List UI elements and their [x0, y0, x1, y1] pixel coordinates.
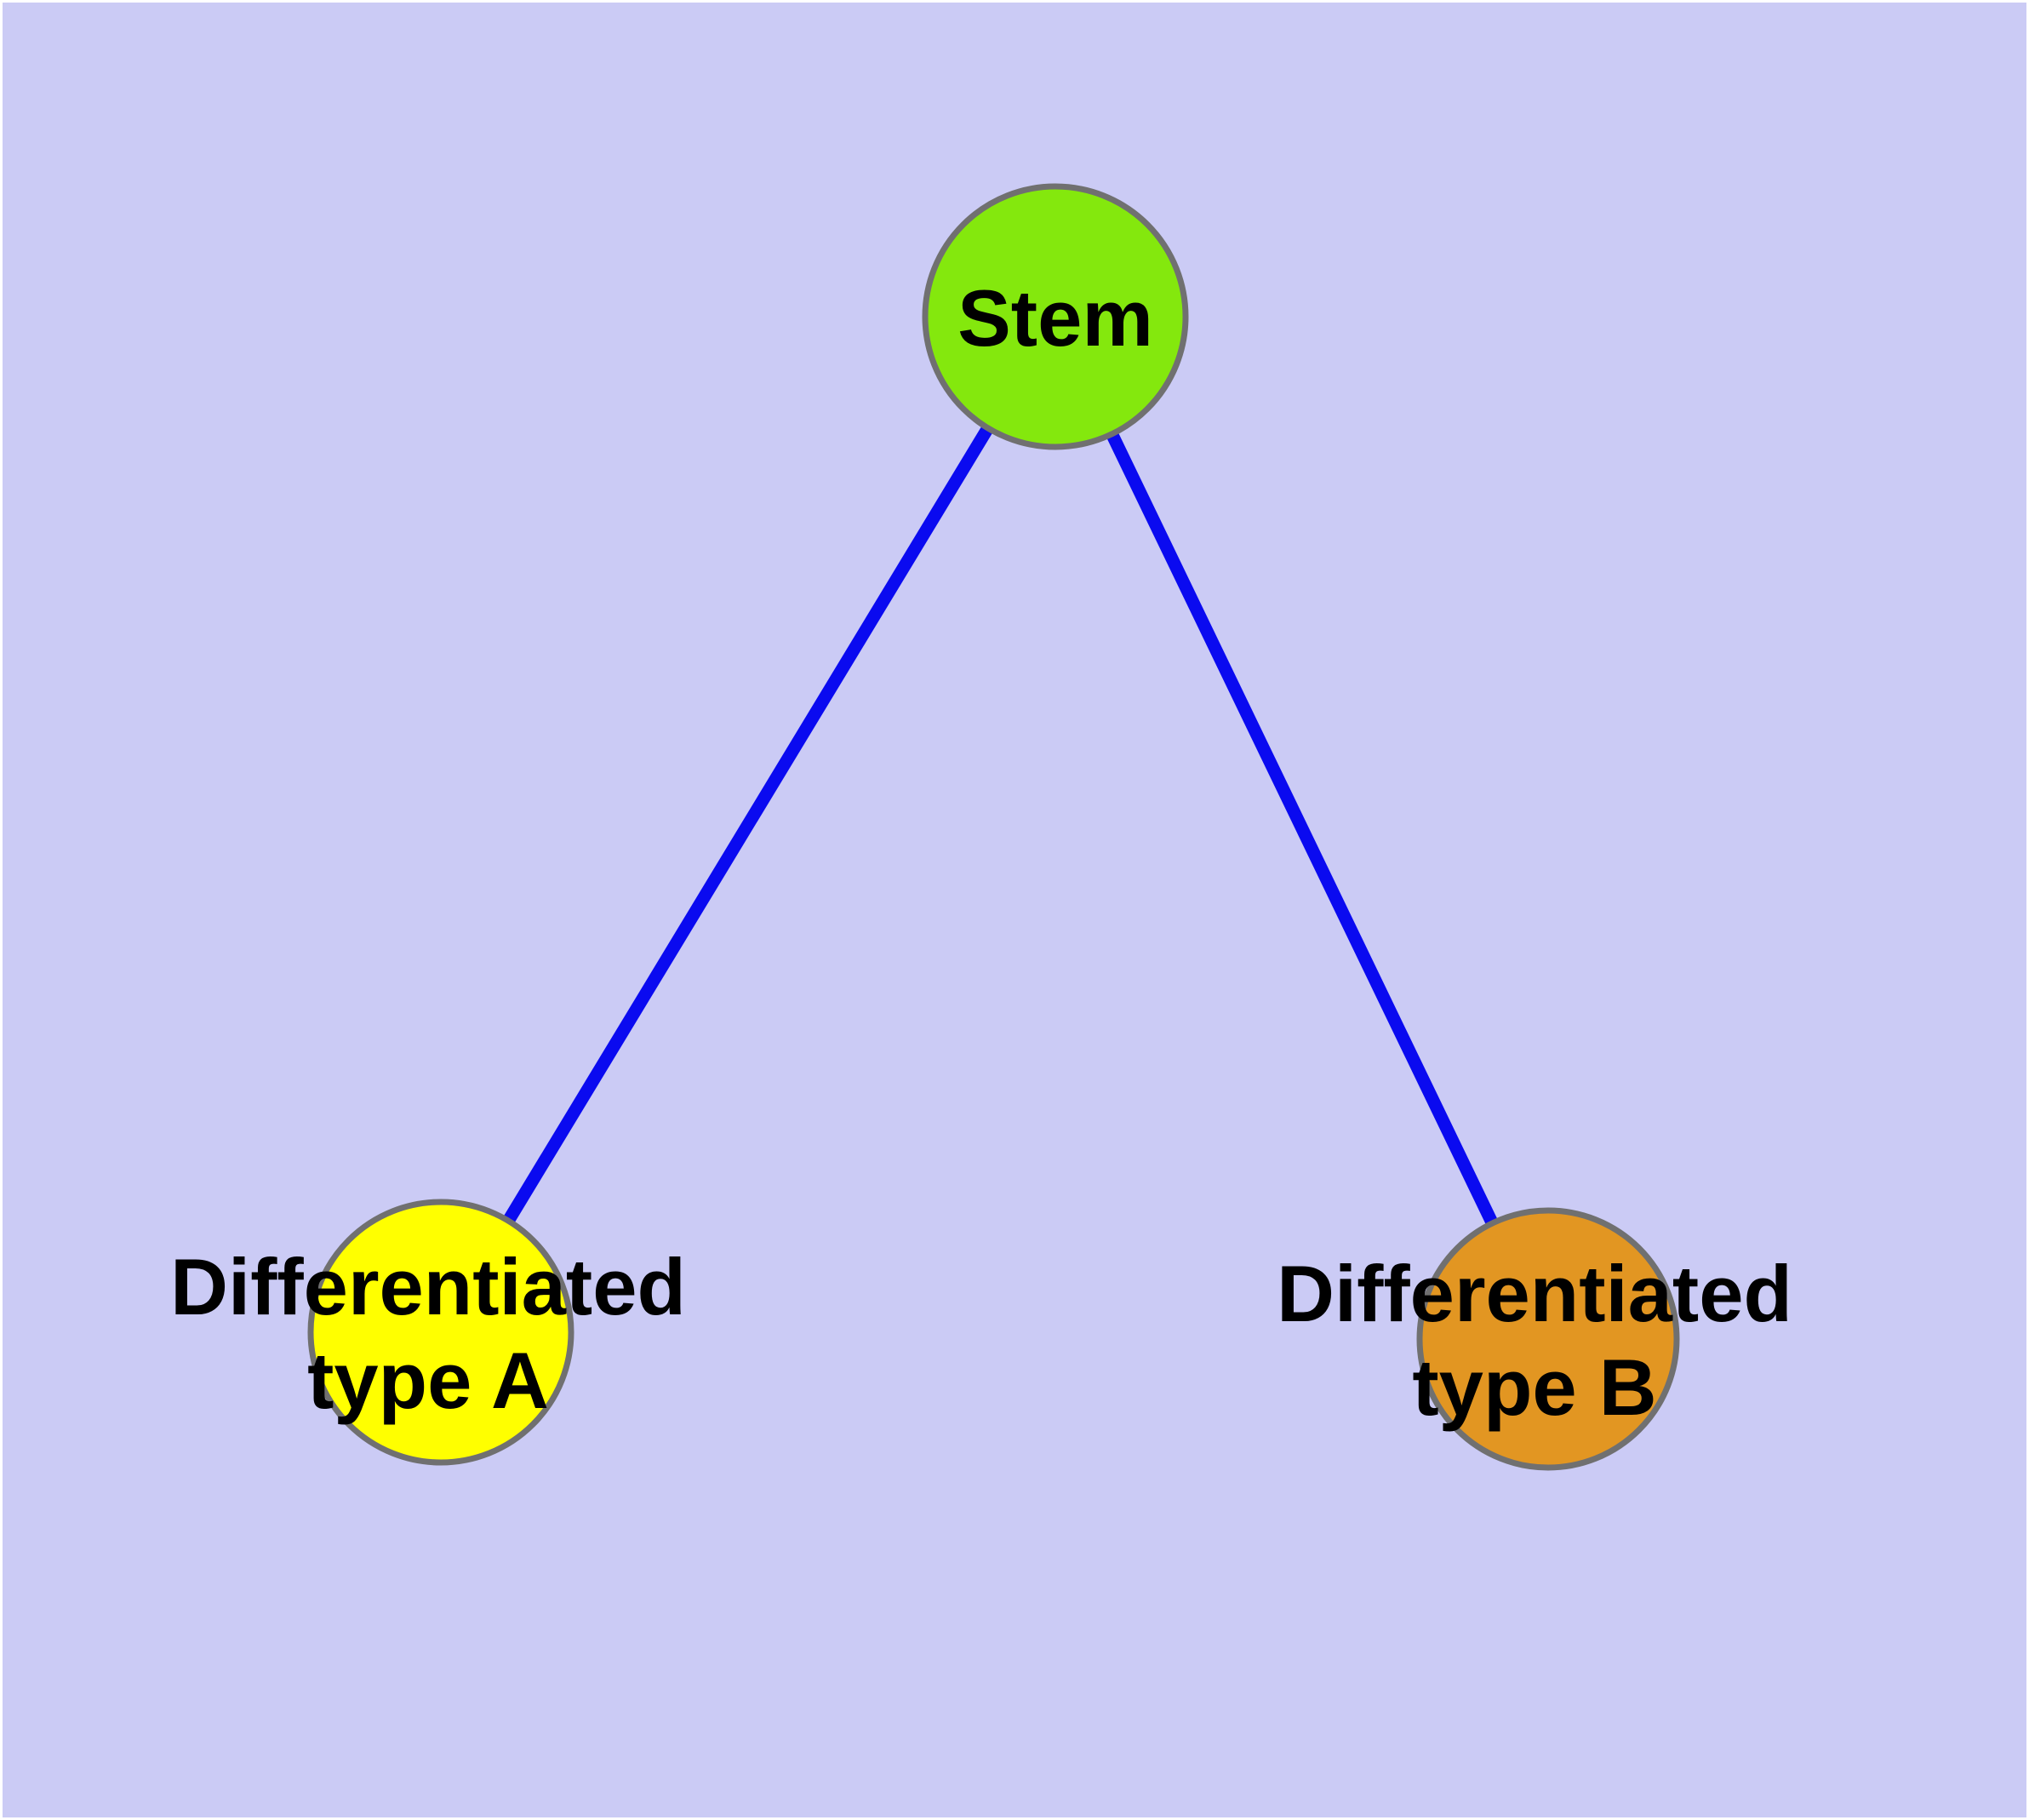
edges — [435, 313, 1554, 1342]
node-stem: Stem — [922, 183, 1189, 450]
node-differentiated-type-a-circle — [307, 1199, 574, 1466]
node-differentiated-type-a: Differentiated type A — [170, 1199, 686, 1466]
node-stem-label: Stem — [957, 273, 1153, 363]
node-differentiated-type-b-label-line2: type B — [1412, 1342, 1656, 1432]
node-differentiated-type-b-label-line1: Differentiated — [1277, 1249, 1792, 1338]
node-stem-circle — [922, 183, 1189, 450]
edge-stem-to-type-a — [435, 313, 1061, 1336]
node-differentiated-type-a-label-line1: Differentiated — [170, 1242, 686, 1331]
node-differentiated-type-b-circle — [1416, 1207, 1680, 1471]
node-differentiated-type-b: Differentiated type B — [1277, 1207, 1792, 1471]
node-differentiated-type-a-label-line2: type A — [307, 1336, 549, 1425]
edge-stem-to-type-b — [1049, 313, 1554, 1342]
